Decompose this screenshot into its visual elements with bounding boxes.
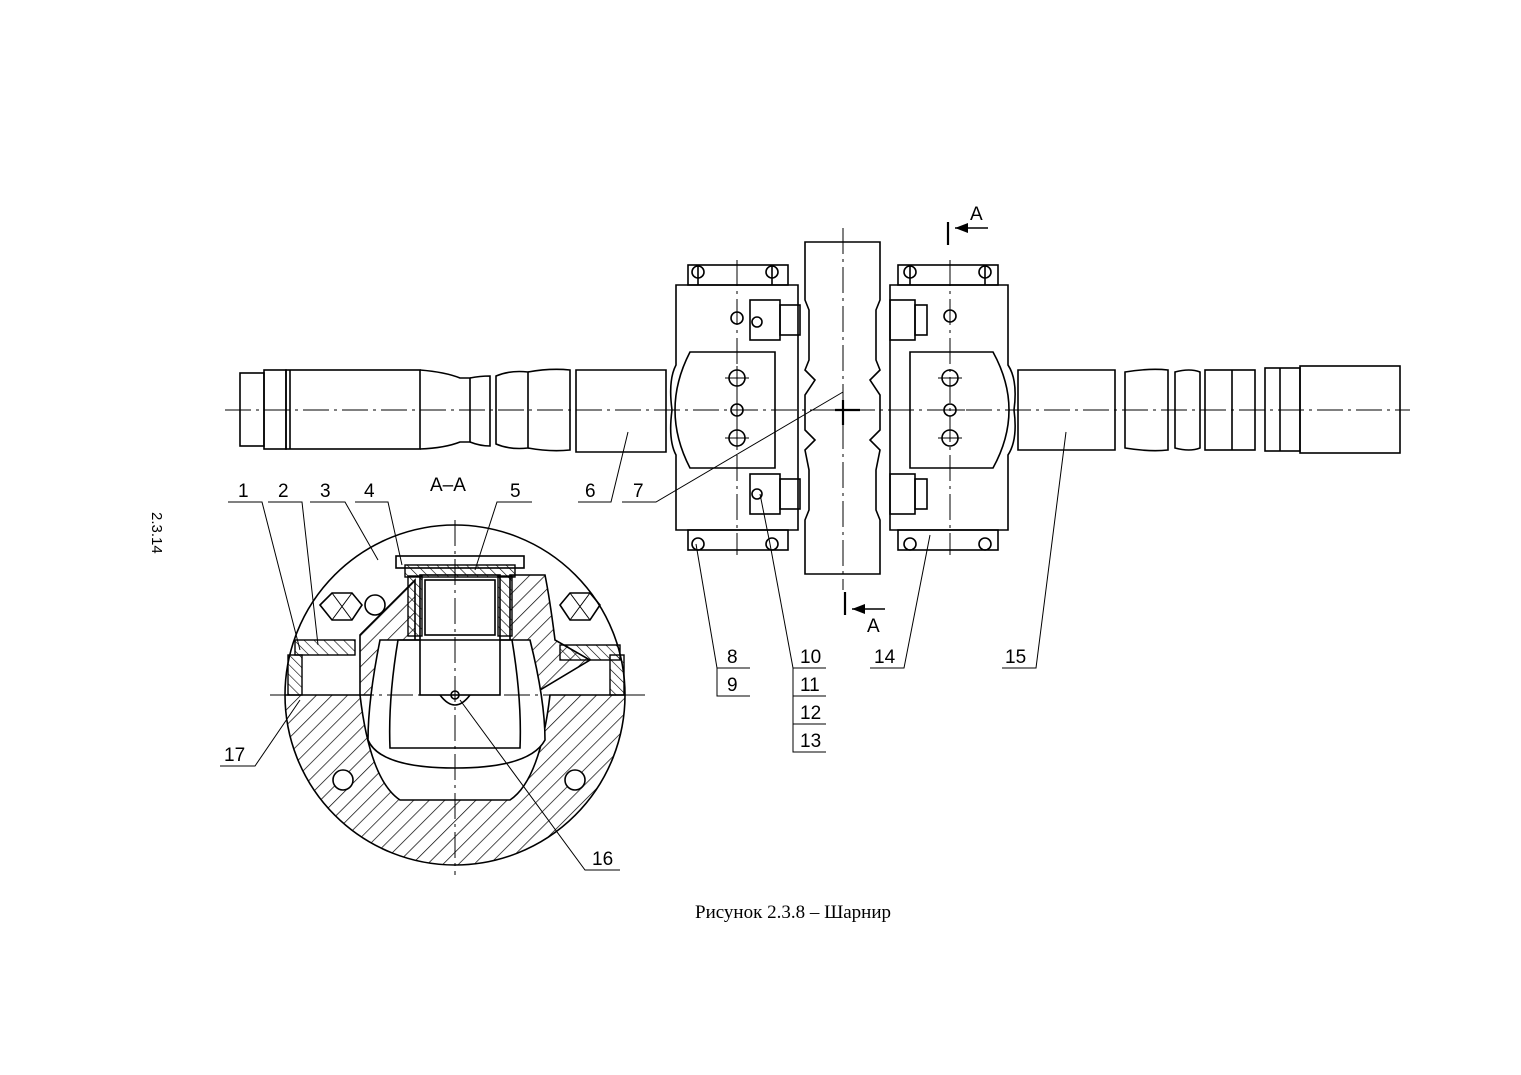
leader-lines [220, 391, 1067, 871]
callout-9: 9 [727, 675, 738, 696]
section-mark-top: А [946, 204, 988, 245]
callout-labels: 1 2 3 4 5 6 7 8 9 10 11 12 13 14 15 16 1… [224, 481, 1026, 870]
cross-body [804, 228, 881, 590]
hex-bolt-right [559, 592, 625, 696]
callout-14: 14 [874, 647, 896, 668]
callout-5: 5 [510, 481, 521, 502]
callout-1: 1 [238, 481, 249, 502]
callout-15: 15 [1005, 647, 1026, 668]
callout-10: 10 [800, 647, 821, 668]
callout-3: 3 [320, 481, 331, 502]
left-fork [669, 260, 801, 555]
callout-6: 6 [585, 481, 596, 502]
callout-17: 17 [224, 745, 245, 766]
main-view: А А [225, 204, 1410, 637]
right-fork [889, 260, 1016, 555]
section-letter-top: А [970, 204, 983, 225]
callout-7: 7 [633, 481, 644, 502]
callout-4: 4 [364, 481, 375, 502]
callout-11: 11 [800, 675, 820, 696]
callout-13: 13 [800, 731, 821, 752]
left-shaft [239, 368, 667, 453]
callout-2: 2 [278, 481, 289, 502]
page-number: 2.3.14 [148, 512, 165, 554]
section-title: А–А [430, 475, 466, 496]
callout-12: 12 [800, 703, 821, 724]
section-mark-bottom: А [843, 592, 885, 637]
callout-8: 8 [727, 647, 738, 668]
hex-bolt-left [287, 592, 363, 696]
section-letter-bottom: А [867, 616, 880, 637]
figure-caption: Рисунок 2.3.8 – Шарнир [695, 902, 891, 923]
callout-16: 16 [592, 849, 613, 870]
right-shaft [1017, 365, 1401, 454]
section-view: А–А [270, 475, 645, 875]
